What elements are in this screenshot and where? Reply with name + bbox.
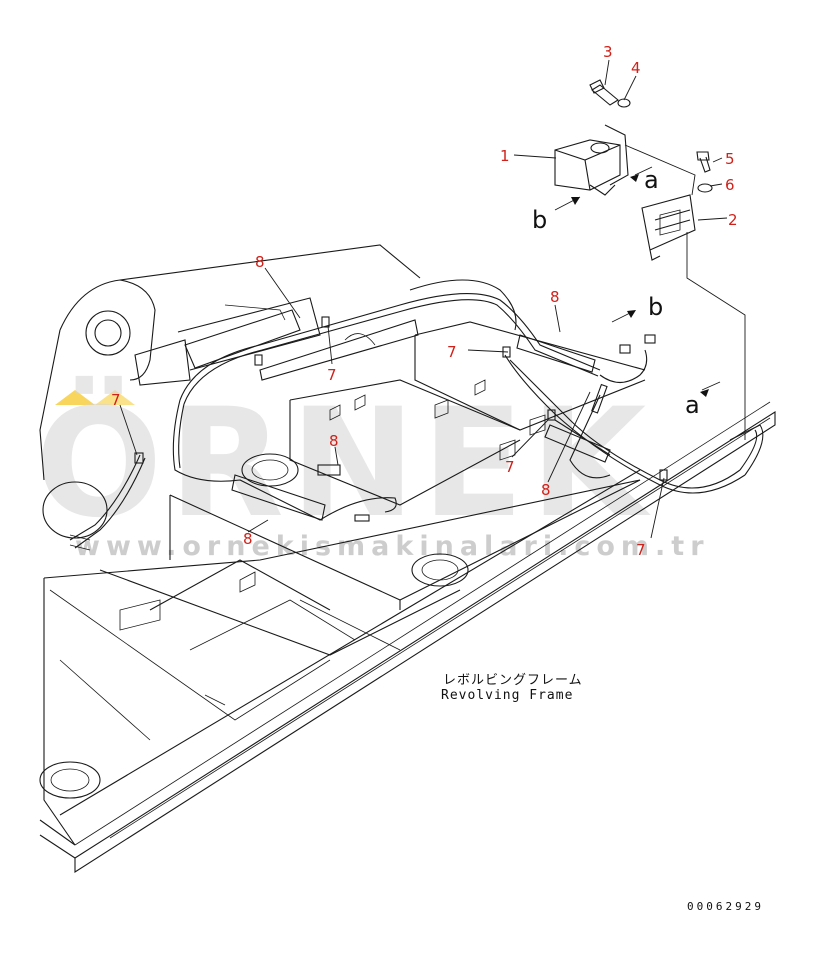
controller-assembly — [554, 79, 713, 261]
callout-2[interactable]: 2 — [728, 211, 738, 229]
callout-8-a[interactable]: 8 — [255, 253, 265, 271]
callout-7-d[interactable]: 7 — [505, 458, 515, 476]
view-letter-b-right: b — [648, 293, 663, 321]
callout-4[interactable]: 4 — [631, 59, 641, 77]
drawing-code: 00062929 — [687, 900, 764, 913]
watermark-url: www.ornekismakinalari.com.tr — [75, 531, 710, 562]
callout-7-c[interactable]: 7 — [447, 343, 457, 361]
callout-3[interactable]: 3 — [603, 43, 613, 61]
callouts: 1 2 3 4 5 6 7 7 7 7 7 8 8 8 8 8 — [111, 43, 738, 559]
callout-1[interactable]: 1 — [500, 147, 510, 165]
watermark-accent-icon — [55, 390, 95, 405]
view-letter-b-left: b — [532, 206, 547, 234]
callout-5[interactable]: 5 — [725, 150, 735, 168]
revolving-frame — [39, 244, 776, 874]
watermark-accent-icon-2 — [95, 390, 135, 405]
leader-lines — [119, 59, 746, 539]
callout-8-e[interactable]: 8 — [541, 481, 551, 499]
frame-label-english: Revolving Frame — [441, 688, 573, 703]
view-letter-a-bottom: a — [685, 391, 700, 419]
watermark-brand: ÖRNEK — [35, 375, 652, 551]
wiring-harness — [69, 279, 764, 549]
watermark: ÖRNEK www.ornekismakinalari.com.tr — [35, 375, 710, 562]
callout-7-b[interactable]: 7 — [327, 366, 337, 384]
frame-label-japanese: レボルビングフレーム — [443, 673, 583, 688]
view-letter-a-top: a — [644, 166, 659, 194]
callout-8-c[interactable]: 8 — [329, 432, 339, 450]
callout-8-d[interactable]: 8 — [243, 530, 253, 548]
callout-7-a[interactable]: 7 — [111, 391, 121, 409]
callout-8-b[interactable]: 8 — [550, 288, 560, 306]
callout-6[interactable]: 6 — [725, 176, 735, 194]
view-letters: a b b a — [532, 166, 700, 419]
callout-7-e[interactable]: 7 — [636, 541, 646, 559]
